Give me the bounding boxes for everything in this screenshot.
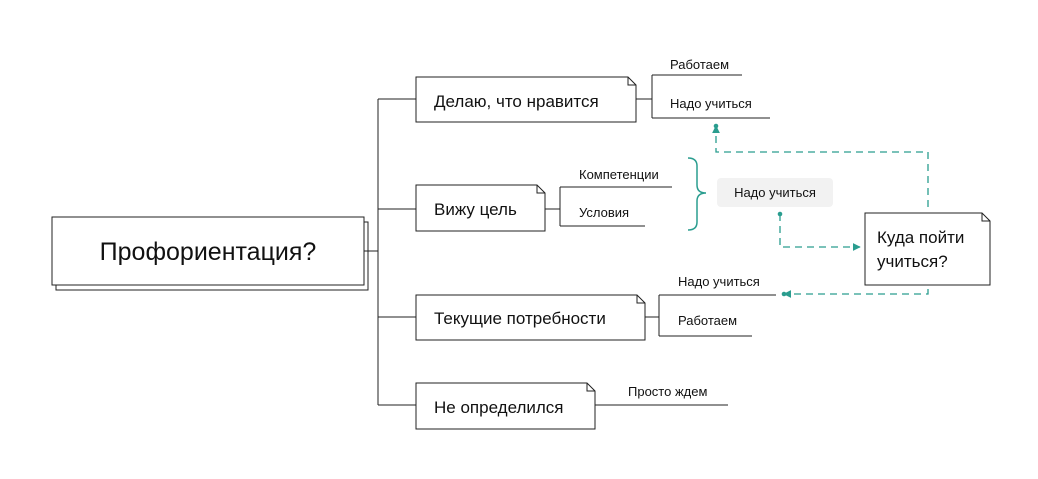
- floating-topic-node[interactable]: Куда пойти учиться?: [864, 212, 991, 286]
- branch-node-4[interactable]: Не определился: [415, 382, 596, 430]
- relationship-line-3: [783, 289, 929, 298]
- leaf-2-2: Условия: [579, 205, 629, 220]
- root-node[interactable]: Профориентация?: [51, 216, 369, 291]
- floating-topic-line-2: учиться?: [877, 252, 948, 271]
- root-connectors: [364, 98, 416, 406]
- root-label: Профориентация?: [100, 238, 317, 266]
- branch-3-leaves: [645, 294, 776, 337]
- branch-2-leaves: [545, 186, 672, 227]
- leaf-3-2: Работаем: [678, 313, 737, 328]
- branch-label-1: Делаю, что нравится: [434, 92, 599, 111]
- floating-topic-line-1: Куда пойти: [877, 228, 964, 247]
- relationship-lines: [712, 125, 929, 298]
- leaf-1-1: Работаем: [670, 57, 729, 72]
- summary-bracket: [687, 157, 707, 231]
- relationship-dots: [713, 123, 787, 297]
- branch-node-3[interactable]: Текущие потребности: [415, 294, 646, 341]
- relationship-line-1: [712, 125, 929, 207]
- branch-label-3: Текущие потребности: [434, 309, 606, 328]
- branch-node-2[interactable]: Вижу цель: [415, 184, 546, 232]
- leaf-3-1: Надо учиться: [678, 274, 760, 289]
- branch-1-leaves: [636, 74, 770, 119]
- branch-label-2: Вижу цель: [434, 200, 517, 219]
- leaf-1-2: Надо учиться: [670, 96, 752, 111]
- summary-node[interactable]: Надо учиться: [717, 178, 833, 207]
- leaf-2-1: Компетенции: [579, 167, 659, 182]
- leaf-4-1: Просто ждем: [628, 384, 707, 399]
- branch-label-4: Не определился: [434, 398, 564, 417]
- relationship-line-2: [779, 214, 861, 251]
- branch-node-1[interactable]: Делаю, что нравится: [415, 76, 637, 123]
- summary-label: Надо учиться: [734, 185, 816, 200]
